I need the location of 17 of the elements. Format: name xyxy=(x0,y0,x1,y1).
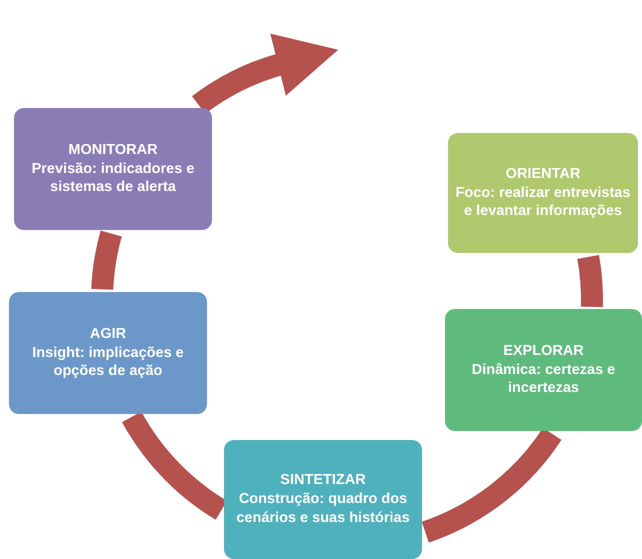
stage-title: MONITORAR xyxy=(68,140,158,160)
stage-description: Foco: realizar entrevistas e levantar informações xyxy=(454,184,632,222)
stage-title: SINTETIZAR xyxy=(280,471,366,490)
stage-title: EXPLORAR xyxy=(503,342,584,361)
cycle-arc xyxy=(91,230,122,290)
stage-box xyxy=(9,292,207,414)
stage-box xyxy=(448,133,638,253)
stage-title: AGIR xyxy=(90,324,126,344)
stage-box xyxy=(14,108,212,230)
stage-description: Dinâmica: certezas e incertezas xyxy=(470,360,616,398)
stage-description: Construção: quadro dos cenários e suas histórias xyxy=(235,490,411,528)
stage-box xyxy=(445,309,642,431)
stage-description: Insight: implicações e opções de ação xyxy=(31,344,185,382)
stage-title: ORIENTAR xyxy=(506,164,580,184)
stage-box xyxy=(224,440,422,559)
stage-description: Previsão: indicadores e sistemas de alerta xyxy=(30,160,196,198)
cycle-arc xyxy=(577,255,603,307)
